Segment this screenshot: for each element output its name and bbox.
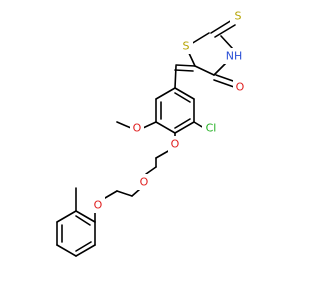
atom-nh: NH — [226, 50, 243, 63]
bond-o-methyl — [116, 121, 132, 129]
label-bg-nh — [223, 48, 245, 64]
atom-s-thione: S — [235, 10, 242, 23]
atom-o-carbonyl: O — [236, 81, 245, 94]
bond-c2-s-thione-b — [214, 24, 236, 38]
bond-c4-o-b — [213, 79, 235, 88]
bond-ring2-1-2 — [75, 210, 96, 223]
bond-n3-c4 — [213, 62, 227, 76]
atom-s-ring: S — [183, 40, 190, 53]
bond-ring1-4-5 — [174, 121, 195, 134]
bond-ch-aryl — [174, 65, 177, 89]
bonds — [56, 19, 237, 257]
label-bg-o-carbonyl — [233, 79, 247, 95]
atom-o-ether2: O — [140, 176, 149, 189]
bond-c2-s-thione-a — [210, 19, 233, 34]
bond-c2-n3 — [220, 35, 234, 50]
bond-c4-o-a — [215, 74, 237, 83]
atom-o-ether1: O — [171, 138, 180, 151]
bond-o-ether1-c — [155, 149, 171, 159]
bond-ring1-6-1 — [174, 87, 195, 100]
label-bg-s-ring — [179, 38, 193, 54]
bond-chain-c-o-ether2 — [145, 166, 157, 175]
bond-ring-o-methoxy — [142, 121, 157, 129]
bond-c4-c5 — [194, 65, 215, 76]
bond-ring1-6-1-inner — [174, 92, 191, 103]
bond-exo-double-b — [174, 69, 194, 72]
atom-o-aryl: O — [94, 199, 103, 212]
label-bg-cl — [202, 120, 220, 136]
bond-ring2-5-6-inner — [75, 241, 92, 252]
bond-o-ether2-c — [131, 188, 141, 197]
bond-ring2-5-6 — [75, 244, 96, 257]
atom-labels: S S NH O O Cl O O O — [91, 8, 247, 213]
bond-exo-double-a — [175, 64, 196, 67]
bond-ring1-1-2 — [155, 87, 176, 100]
label-bg-o-ether1 — [168, 136, 182, 152]
label-bg-o-aryl — [91, 197, 105, 213]
bond-ring1-4-5-inner — [174, 118, 191, 129]
label-bg-o-methoxy — [130, 120, 144, 136]
bond-ring1-3-4 — [155, 121, 176, 134]
label-bg-o-ether2 — [137, 174, 151, 190]
bond-chain-c-o-aryl — [104, 190, 118, 199]
bond-ring2-4-5 — [56, 244, 77, 257]
bond-chain-c-c-2 — [116, 190, 133, 197]
atom-cl: Cl — [206, 122, 217, 135]
bond-ring2-1-2-inner — [75, 215, 91, 226]
atom-o-methoxy: O — [133, 122, 142, 135]
chemical-structure-diagram: S S NH O O Cl O O O — [56, 8, 247, 257]
bond-ring2-2-3 — [56, 210, 77, 223]
label-bg-s-thione — [230, 8, 244, 24]
bond-s1-c2 — [190, 32, 210, 45]
